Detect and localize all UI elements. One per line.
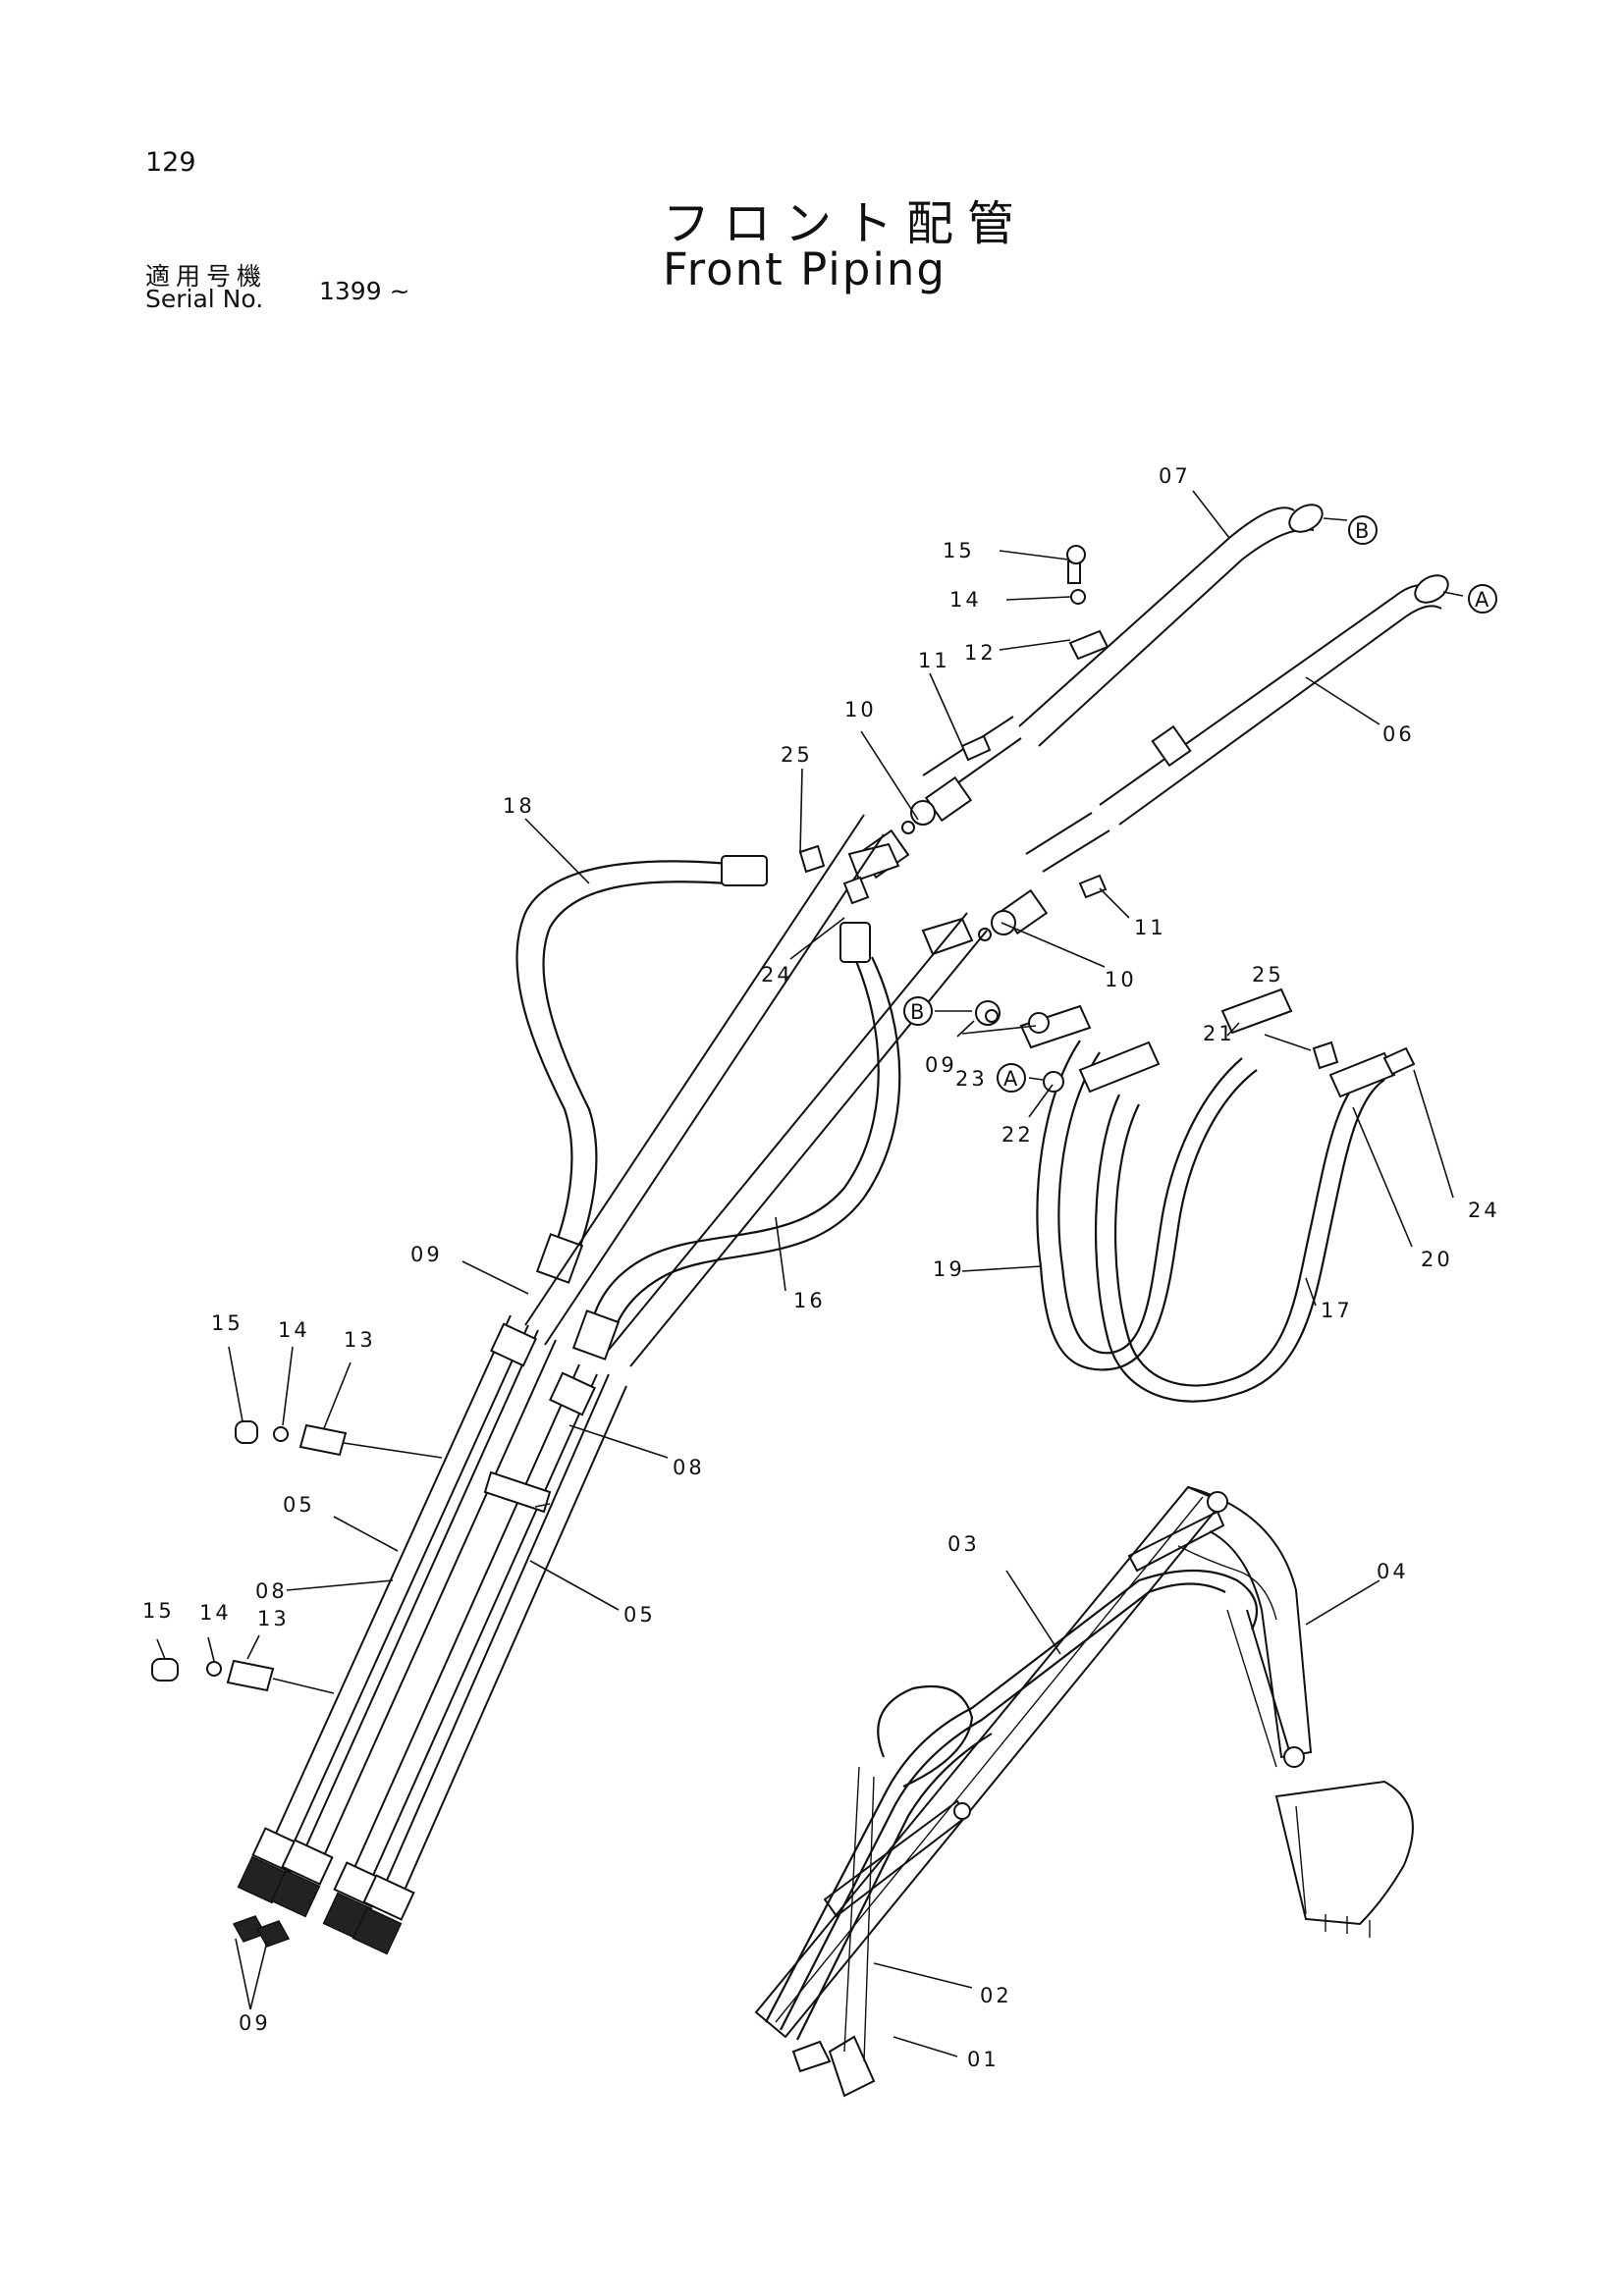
callout-24-left: 24 bbox=[761, 963, 793, 987]
pipe-left-upper bbox=[524, 814, 865, 1326]
title-english: Front Piping bbox=[663, 243, 947, 295]
fitting-cluster-upper bbox=[798, 545, 1339, 1070]
ref-a-lower: A bbox=[997, 1063, 1026, 1093]
clamp-assembly-13-lower bbox=[151, 1658, 275, 1692]
callout-05-right: 05 bbox=[623, 1603, 656, 1627]
ref-a-top: A bbox=[1468, 584, 1497, 614]
callout-22: 22 bbox=[1001, 1123, 1034, 1147]
svg-text:A: A bbox=[1475, 588, 1489, 612]
callout-09-bottom: 09 bbox=[239, 2011, 271, 2035]
clamp-mid bbox=[483, 1470, 552, 1514]
callout-17: 17 bbox=[1321, 1299, 1353, 1322]
callout-24-right: 24 bbox=[1468, 1199, 1500, 1222]
arm-cylinder bbox=[1127, 1510, 1225, 1573]
callout-23: 23 bbox=[955, 1067, 988, 1091]
callout-15-lower: 15 bbox=[142, 1599, 175, 1623]
callout-13-upper: 13 bbox=[344, 1328, 376, 1352]
hose-19 bbox=[1019, 1004, 1258, 1371]
callout-15-top: 15 bbox=[943, 539, 975, 562]
callout-01: 01 bbox=[967, 2048, 1000, 2071]
excavator-front-illustration bbox=[754, 1485, 1414, 2098]
svg-text:B: B bbox=[1355, 519, 1369, 543]
clamp-assembly-13-upper bbox=[235, 1420, 348, 1457]
clamp-12 bbox=[1068, 629, 1109, 661]
bolt-15-top bbox=[1067, 561, 1081, 584]
callout-09-upper: 09 bbox=[925, 1053, 957, 1077]
adapter-25-left bbox=[798, 844, 826, 874]
pipe-06 bbox=[1099, 574, 1449, 826]
ref-b-top: B bbox=[1348, 515, 1378, 545]
serial-label-english: Serial No. bbox=[145, 285, 264, 313]
callout-11-lower: 11 bbox=[1134, 916, 1166, 939]
callout-08-left: 08 bbox=[255, 1579, 288, 1603]
callout-14-mid: 14 bbox=[278, 1318, 310, 1342]
adapter-25-right bbox=[1312, 1041, 1339, 1070]
callout-25-right: 25 bbox=[1252, 963, 1284, 987]
callout-08-right: 08 bbox=[673, 1456, 705, 1479]
callout-02: 02 bbox=[980, 1984, 1012, 2007]
bolt-11-lower bbox=[1078, 874, 1108, 899]
adapter-24-left bbox=[842, 876, 870, 905]
pipes-05-08-left bbox=[232, 1314, 627, 1955]
callout-20: 20 bbox=[1421, 1248, 1453, 1271]
callout-07: 07 bbox=[1159, 464, 1191, 488]
callout-10-top: 10 bbox=[844, 698, 877, 721]
callout-04: 04 bbox=[1377, 1560, 1409, 1583]
callout-06: 06 bbox=[1382, 722, 1415, 746]
hose-18 bbox=[515, 855, 768, 1284]
svg-text:B: B bbox=[910, 1000, 924, 1024]
leader-lines bbox=[156, 490, 1464, 2057]
callout-12: 12 bbox=[964, 641, 997, 665]
serial-label-japanese: 適用号機 bbox=[145, 262, 268, 291]
pipe-07 bbox=[1018, 504, 1324, 747]
callout-14-lower: 14 bbox=[199, 1601, 232, 1625]
callout-18: 18 bbox=[503, 794, 535, 818]
callout-10-lower: 10 bbox=[1105, 968, 1137, 991]
fitting-20 bbox=[1328, 1051, 1396, 1098]
bolt-11-top bbox=[960, 734, 992, 762]
pipe-06-lower-segment bbox=[1025, 812, 1110, 873]
callout-16: 16 bbox=[793, 1289, 826, 1312]
callout-19: 19 bbox=[933, 1257, 965, 1281]
svg-text:A: A bbox=[1003, 1067, 1018, 1091]
callout-13-lower: 13 bbox=[257, 1607, 290, 1630]
callout-21: 21 bbox=[1203, 1022, 1235, 1045]
callout-03: 03 bbox=[947, 1532, 980, 1556]
page-number: 129 bbox=[145, 147, 196, 178]
hose-16 bbox=[571, 922, 901, 1361]
fitting-21 bbox=[1220, 988, 1293, 1035]
washer-23 bbox=[1028, 1012, 1050, 1034]
callout-09-mid: 09 bbox=[410, 1243, 443, 1266]
hose-17 bbox=[1094, 988, 1416, 1403]
callout-25-left: 25 bbox=[781, 743, 813, 767]
washer-22 bbox=[1043, 1071, 1064, 1093]
title-japanese: フロント配管 bbox=[663, 196, 1029, 251]
adapter-24-right bbox=[1382, 1046, 1416, 1076]
callout-14-top: 14 bbox=[949, 588, 982, 612]
callout-15-mid: 15 bbox=[211, 1311, 243, 1335]
ref-b-lower: B bbox=[903, 996, 933, 1026]
callout-05-left: 05 bbox=[283, 1493, 315, 1517]
callout-11-top: 11 bbox=[918, 649, 950, 672]
pipe-right-upper bbox=[608, 912, 968, 1351]
serial-value: 1399 ~ bbox=[319, 277, 410, 305]
